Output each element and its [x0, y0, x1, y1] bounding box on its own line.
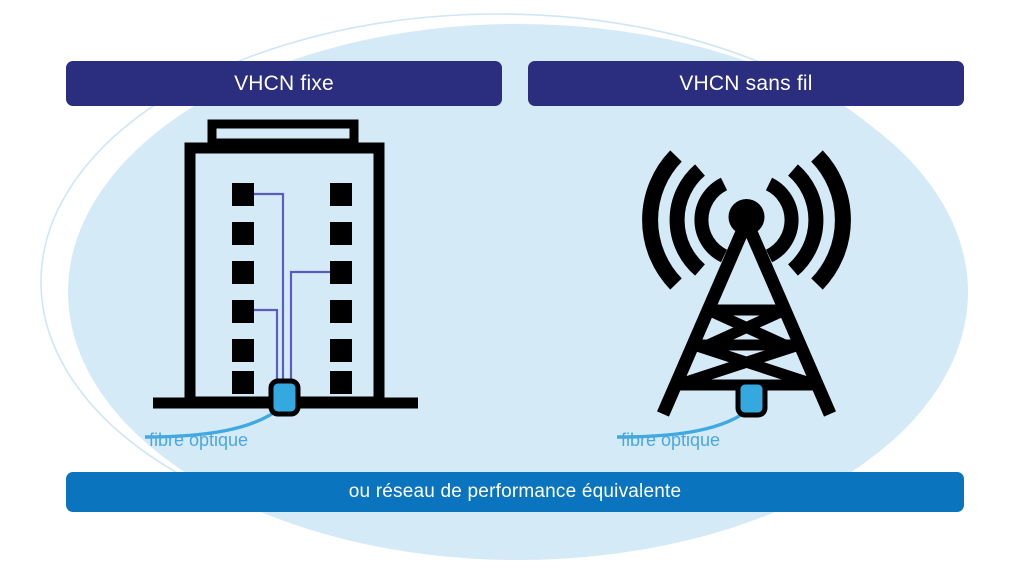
signal-arcs-left	[642, 150, 728, 290]
building-windows-left	[232, 183, 254, 394]
building-rooftop	[207, 119, 359, 148]
fibre-junction-box-right	[735, 379, 768, 418]
apartment-building-icon	[144, 119, 418, 439]
building-windows-right	[330, 183, 352, 394]
fibre-junction-box-left	[268, 378, 301, 417]
header-vhcn-fixed[interactable]: VHCN fixe	[66, 61, 502, 106]
tower-legs	[657, 229, 836, 417]
signal-arcs-right	[765, 150, 851, 290]
radio-tower-icon	[616, 150, 851, 439]
header-vhcn-wireless[interactable]: VHCN sans fil	[528, 61, 964, 106]
antenna-node	[728, 199, 765, 235]
fibre-optique-label-left: fibre optique	[149, 430, 249, 450]
equivalent-performance-banner[interactable]: ou réseau de performance équivalente	[66, 472, 964, 512]
indoor-cabling	[254, 192, 330, 385]
fibre-optique-label-right: fibre optique	[621, 430, 721, 450]
background-ellipse-fill	[68, 24, 968, 560]
